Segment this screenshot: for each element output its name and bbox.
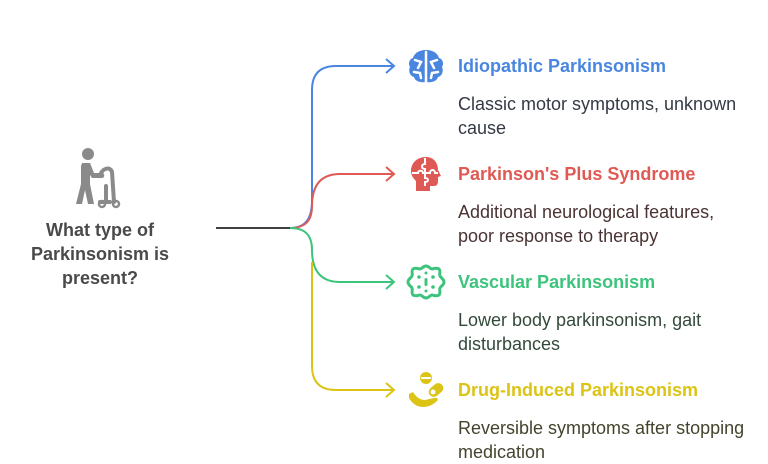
arrow-vascular bbox=[385, 274, 396, 290]
brain-icon bbox=[409, 50, 443, 84]
walker-person-icon bbox=[76, 148, 121, 209]
branch-description: Additional neurological features, poor r… bbox=[458, 202, 715, 246]
connector-vascular bbox=[289, 227, 394, 283]
connector-plus-syndrome bbox=[289, 173, 394, 229]
pill-hand-icon bbox=[409, 372, 444, 407]
branch-title: Vascular Parkinsonism bbox=[458, 272, 656, 292]
arrow-idiopathic bbox=[385, 58, 396, 74]
arrow-drug-induced bbox=[385, 382, 396, 398]
branch-description: Reversible symptoms after stopping medic… bbox=[458, 418, 745, 462]
connector-idiopathic bbox=[289, 65, 394, 229]
branch-description: Classic motor symptoms, unknown cause bbox=[458, 94, 737, 138]
branch-title: Idiopathic Parkinsonism bbox=[458, 56, 667, 76]
branch-title: Parkinson's Plus Syndrome bbox=[458, 164, 696, 184]
virus-cell-icon bbox=[406, 264, 446, 300]
root-node: What type of Parkinsonism is present? bbox=[20, 146, 180, 290]
root-question: What type of Parkinsonism is present? bbox=[30, 220, 170, 288]
arrow-plus-syndrome bbox=[385, 166, 396, 182]
branch-description: Lower body parkinsonism, gait disturbanc… bbox=[458, 310, 702, 354]
branch-title: Drug-Induced Parkinsonism bbox=[458, 380, 699, 400]
connector-drug-induced bbox=[311, 262, 394, 391]
puzzle-head-icon bbox=[411, 157, 441, 191]
